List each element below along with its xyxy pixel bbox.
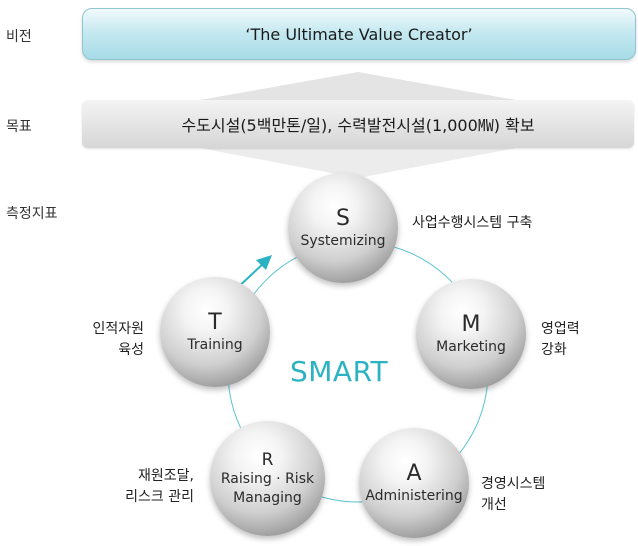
node-t-training: T Training [160, 277, 270, 387]
measure-label: 측정지표 [6, 206, 58, 222]
smart-center-title: SMART [290, 355, 389, 388]
note-m: 영업력 강화 [541, 321, 580, 358]
note-a: 경영시스템 개선 [481, 476, 546, 513]
goal-label: 목표 [6, 119, 32, 135]
vision-label: 비전 [6, 29, 32, 45]
node-a-administering: A Administering [359, 428, 469, 538]
node-r-name: Raising · Risk Managing [220, 470, 315, 506]
node-m-letter: M [461, 311, 481, 337]
node-s-name: Systemizing [300, 232, 386, 249]
vision-banner: ‘The Ultimate Value Creator’ [82, 8, 636, 60]
goal-banner: 수도시설(5백만톤/일), 수력발전시설(1,000㎿) 확보 [82, 100, 634, 148]
node-r-raising-risk: R Raising · Risk Managing [210, 421, 325, 536]
note-r: 재원조달, 리스크 관리 [125, 468, 194, 505]
node-m-marketing: M Marketing [416, 279, 526, 389]
note-t: 인적자원 육성 [92, 321, 144, 358]
node-r-letter: R [261, 449, 274, 470]
note-s: 사업수행시스템 구축 [412, 215, 533, 231]
vision-text: ‘The Ultimate Value Creator’ [245, 24, 473, 44]
node-s-letter: S [336, 205, 350, 231]
node-t-letter: T [208, 309, 222, 335]
node-a-name: Administering [365, 487, 463, 504]
node-m-name: Marketing [436, 338, 506, 355]
node-a-letter: A [406, 460, 422, 486]
node-s-systemizing: S Systemizing [288, 173, 398, 283]
node-t-name: Training [187, 336, 243, 353]
goal-text: 수도시설(5백만톤/일), 수력발전시설(1,000㎿) 확보 [181, 116, 535, 135]
